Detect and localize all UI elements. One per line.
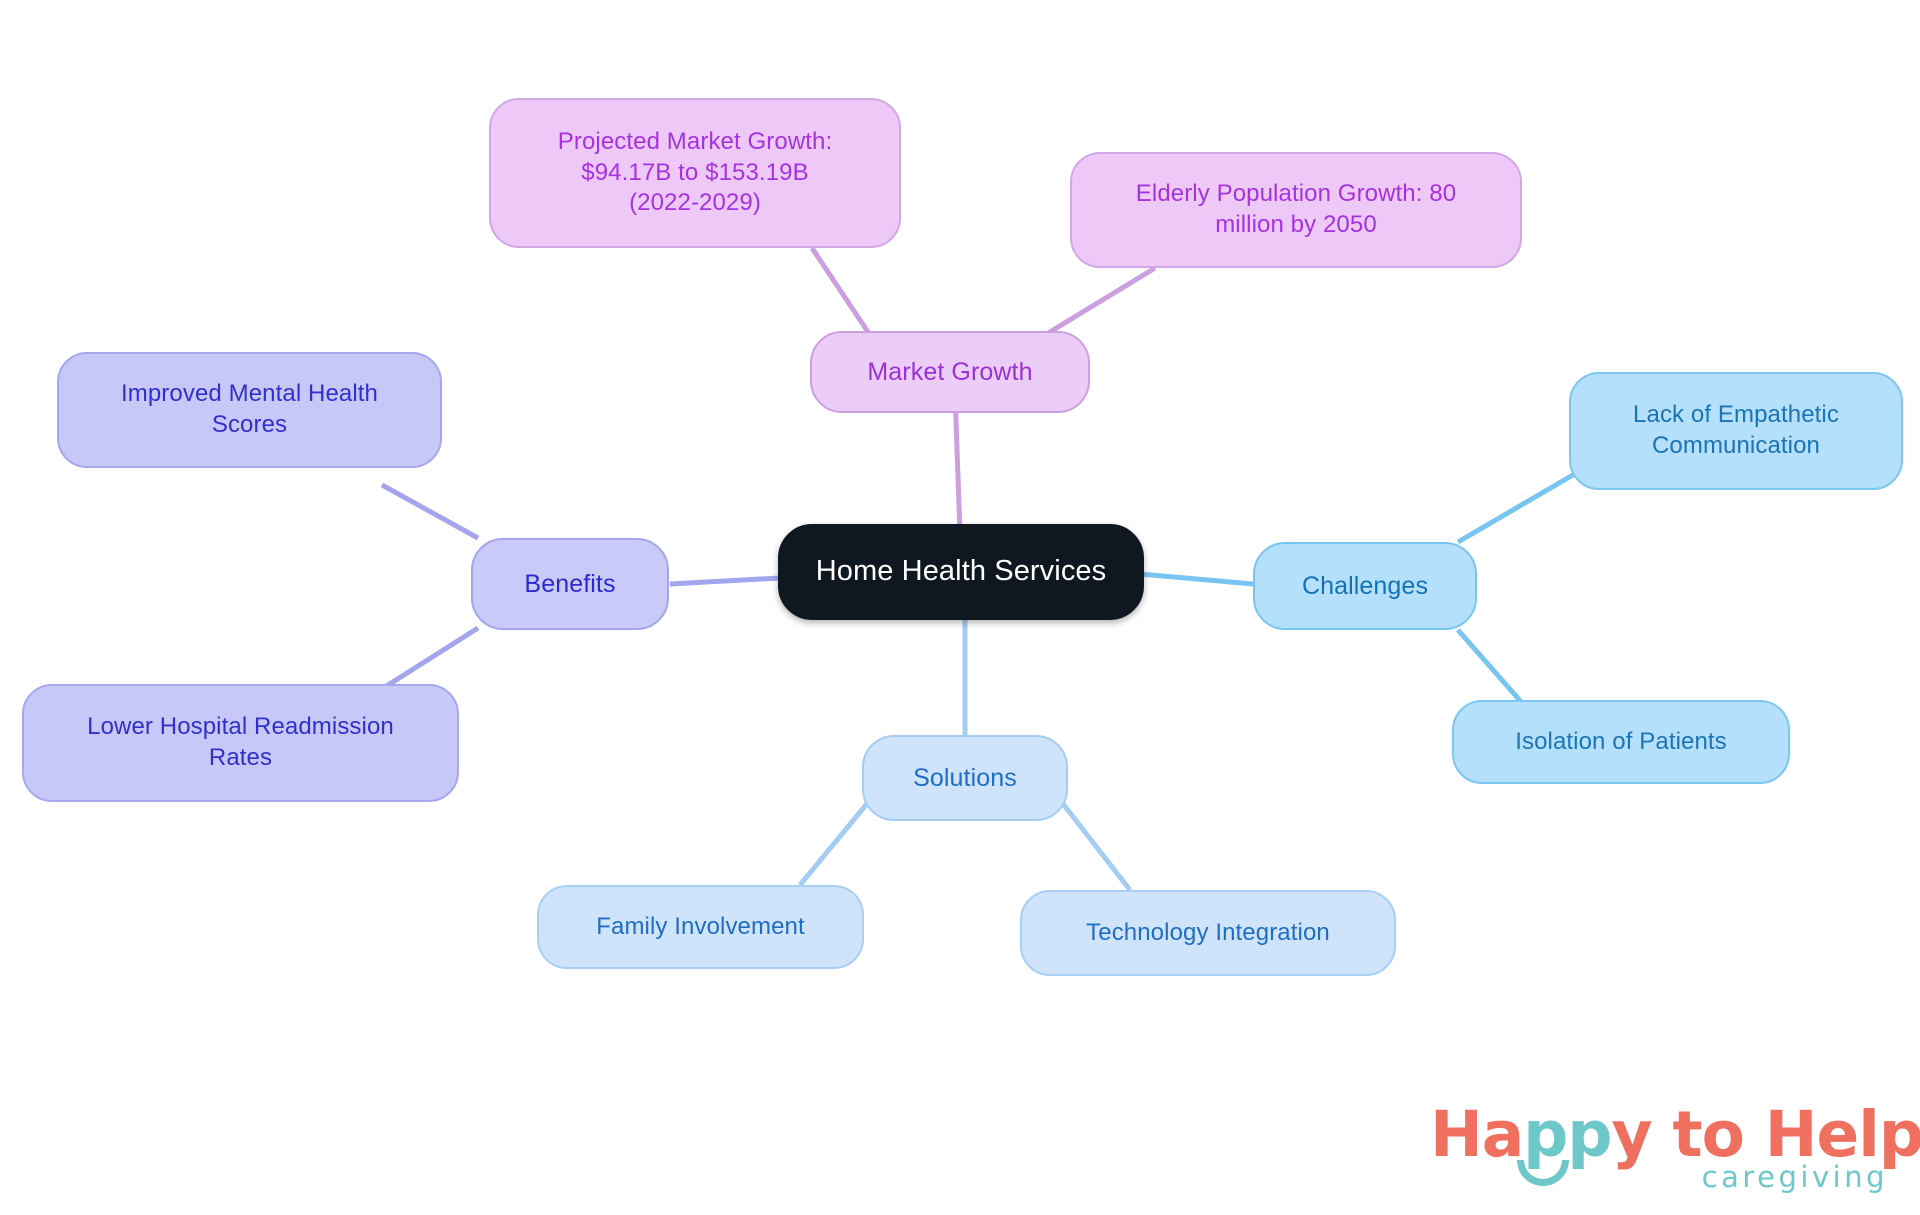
logo-wordmark: Happy to Help [1430, 1098, 1920, 1171]
edge-benefits-to-mental-health [380, 482, 480, 541]
edge-market-growth-to-projected [809, 246, 875, 340]
edge-challenges-to-empathetic [1456, 469, 1580, 545]
smile-icon [1517, 1160, 1569, 1186]
node-lack-of-empathetic-communication[interactable]: Lack of Empathetic Communication [1569, 372, 1903, 490]
logo-word-part-2: y to Help [1611, 1098, 1920, 1171]
edge-root-to-challenges [1139, 571, 1254, 587]
edge-root-to-market-growth [952, 392, 963, 534]
node-solutions[interactable]: Solutions [862, 735, 1068, 821]
node-elderly-population-growth[interactable]: Elderly Population Growth: 80 million by… [1070, 152, 1522, 268]
edge-solutions-to-technology [1058, 798, 1132, 892]
node-lower-hospital-readmission-rates[interactable]: Lower Hospital Readmission Rates [22, 684, 459, 802]
logo-tagline: caregiving [1701, 1160, 1888, 1194]
node-market-growth[interactable]: Market Growth [810, 331, 1090, 413]
edge-solutions-to-family [798, 798, 872, 887]
logo-word-part-1: Ha [1430, 1098, 1524, 1171]
node-home-health-services[interactable]: Home Health Services [778, 524, 1144, 620]
edge-benefits-to-readmission [383, 625, 480, 690]
logo-word-part-pp: pp [1523, 1098, 1612, 1171]
node-challenges[interactable]: Challenges [1253, 542, 1477, 630]
node-improved-mental-health-scores[interactable]: Improved Mental Health Scores [57, 352, 442, 468]
node-projected-market-growth[interactable]: Projected Market Growth: $94.17B to $153… [489, 98, 901, 248]
happy-to-help-logo: Happy to Help caregiving [1430, 1098, 1920, 1198]
edge-market-growth-to-elderly [1038, 265, 1157, 341]
node-technology-integration[interactable]: Technology Integration [1020, 890, 1396, 976]
edge-root-to-benefits [669, 575, 781, 587]
node-benefits[interactable]: Benefits [471, 538, 669, 630]
node-isolation-of-patients[interactable]: Isolation of Patients [1452, 700, 1790, 784]
node-family-involvement[interactable]: Family Involvement [537, 885, 864, 969]
